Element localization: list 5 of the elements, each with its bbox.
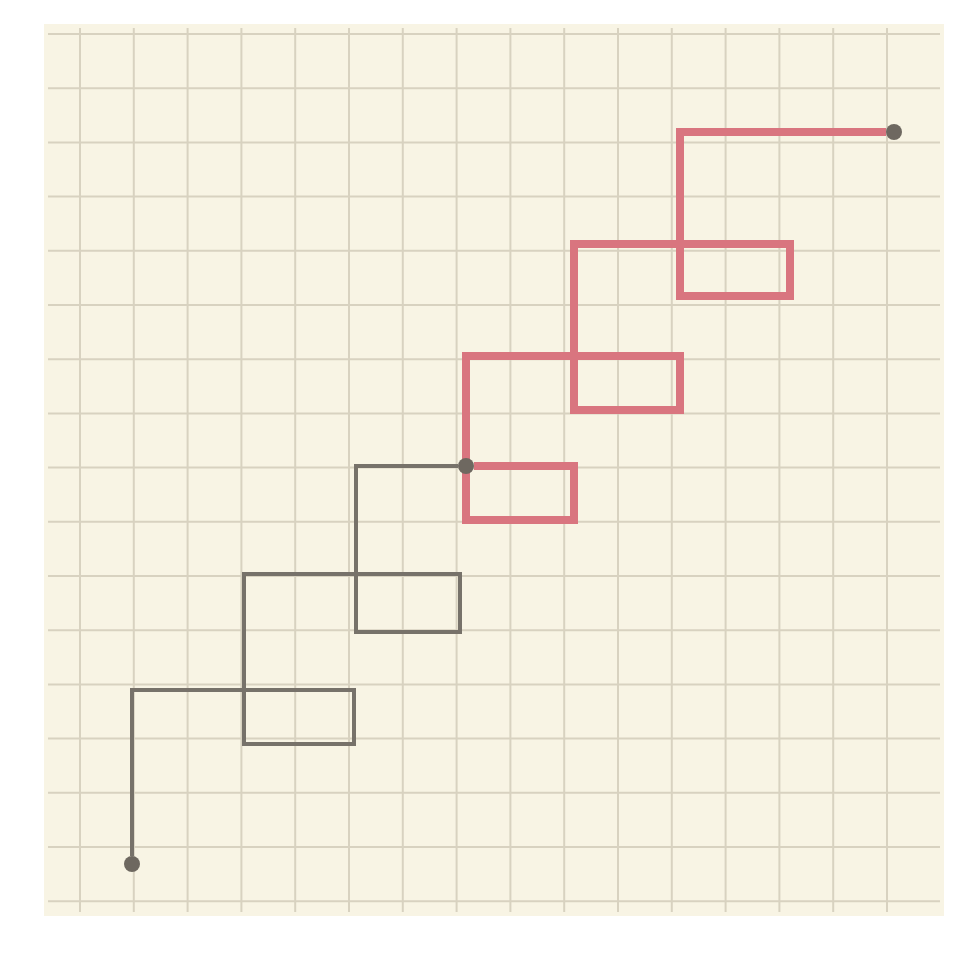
end-dot [886, 124, 902, 140]
path-line [462, 128, 886, 524]
end-dot [124, 856, 140, 872]
path-line [130, 464, 462, 856]
end-dot [458, 458, 474, 474]
